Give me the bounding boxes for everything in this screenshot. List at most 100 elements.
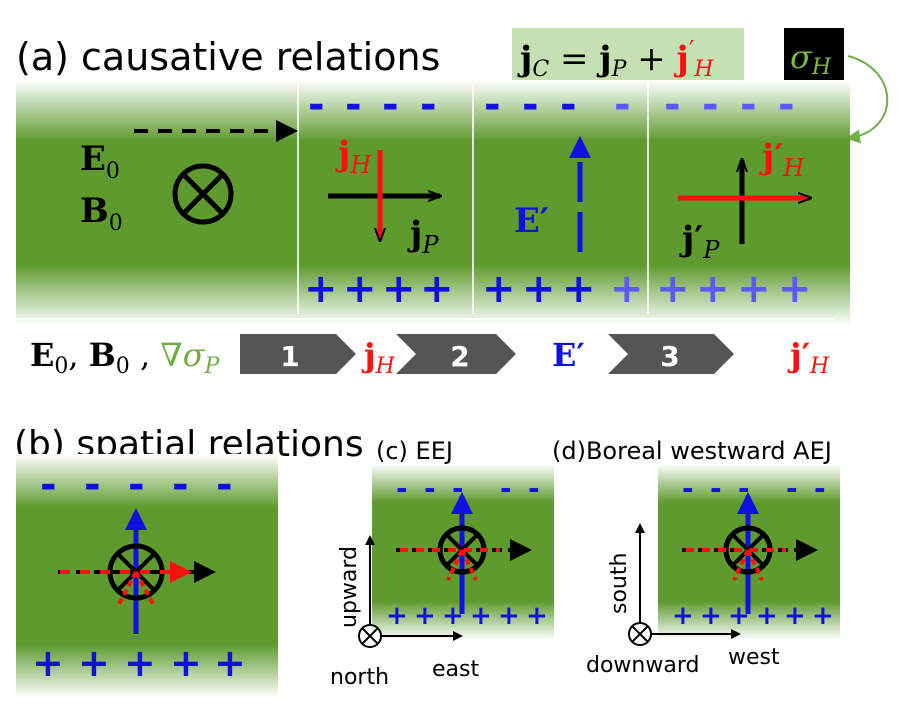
svg-text:-: - bbox=[382, 82, 399, 128]
label-jH: jH bbox=[335, 134, 372, 179]
svg-text:+: + bbox=[812, 601, 834, 631]
svg-text:+: + bbox=[784, 601, 806, 631]
svg-text:+: + bbox=[382, 266, 416, 312]
svg-text:-: - bbox=[424, 472, 436, 505]
svg-text:+: + bbox=[414, 601, 436, 631]
svg-text:+: + bbox=[562, 266, 596, 312]
svg-text:-: - bbox=[738, 472, 750, 505]
svg-text:+: + bbox=[522, 266, 556, 312]
label-jP: jP bbox=[407, 214, 439, 259]
chain-frame bbox=[16, 318, 834, 320]
svg-text:+: + bbox=[696, 266, 730, 312]
svg-text:-: - bbox=[128, 462, 145, 508]
label-Eprime: E′ bbox=[514, 201, 549, 241]
svg-text:-: - bbox=[452, 472, 464, 505]
axes-d bbox=[628, 523, 741, 646]
chain-result-3: j′H bbox=[787, 336, 830, 379]
charges-top-cell3: ---- bbox=[484, 82, 631, 128]
sigma-h-label: σH bbox=[790, 38, 832, 80]
charges-bottom-c: ++++++ bbox=[386, 601, 548, 631]
svg-text:+: + bbox=[672, 601, 694, 631]
equation-box bbox=[512, 28, 744, 82]
svg-text:-: - bbox=[614, 82, 631, 128]
charges-bottom-cell3: ++++ bbox=[482, 266, 644, 312]
into-page-symbol-B0 bbox=[172, 163, 234, 225]
charges-bottom-b: +++++ bbox=[32, 641, 246, 685]
svg-text:-: - bbox=[778, 82, 795, 128]
charges-top-cell4: ---- bbox=[664, 82, 795, 128]
equation-text: jC = jP + j′H bbox=[517, 36, 714, 82]
svg-text:1: 1 bbox=[280, 340, 299, 373]
svg-text:+: + bbox=[756, 601, 778, 631]
svg-text:+: + bbox=[78, 641, 110, 685]
svg-text:+: + bbox=[498, 601, 520, 631]
svg-text:+: + bbox=[124, 641, 156, 685]
chain-start: E0, B0 , ∇σP bbox=[30, 336, 220, 379]
svg-text:+: + bbox=[656, 266, 690, 312]
charges-top-d: ----- bbox=[682, 472, 826, 505]
axis-label-downward: downward bbox=[586, 653, 699, 678]
svg-text:-: - bbox=[216, 462, 233, 508]
charges-top-cell2: ---- bbox=[308, 82, 437, 128]
label-B0: B0 bbox=[80, 191, 123, 236]
label-jPp: j′P bbox=[679, 219, 720, 264]
chain-result-2: E′ bbox=[552, 336, 585, 374]
svg-text:-: - bbox=[172, 462, 189, 508]
svg-text:-: - bbox=[84, 462, 101, 508]
svg-text:+: + bbox=[32, 641, 64, 685]
axis-label-north: north bbox=[330, 665, 389, 690]
axis-label-upward: upward bbox=[337, 546, 362, 628]
svg-text:-: - bbox=[664, 82, 681, 128]
combined-vectors-c bbox=[396, 492, 532, 614]
svg-text:+: + bbox=[610, 266, 644, 312]
chain-step-3: 3 bbox=[608, 334, 734, 374]
svg-text:+: + bbox=[482, 266, 516, 312]
svg-text:-: - bbox=[522, 82, 539, 128]
svg-text:+: + bbox=[728, 601, 750, 631]
chain-step-2: 2 bbox=[396, 334, 516, 374]
axes-c bbox=[358, 535, 463, 648]
axis-label-west: west bbox=[728, 645, 780, 670]
charges-bottom-d: ++++++ bbox=[672, 601, 834, 631]
svg-text:-: - bbox=[560, 82, 577, 128]
svg-text:-: - bbox=[740, 82, 757, 128]
chain-result-1: jH bbox=[361, 336, 396, 379]
combined-vectors-b bbox=[58, 508, 216, 634]
axis-label-east: east bbox=[432, 657, 479, 682]
svg-text:+: + bbox=[526, 601, 548, 631]
svg-text:3: 3 bbox=[660, 340, 679, 373]
svg-text:-: - bbox=[814, 472, 826, 505]
charges-top-b: ----- bbox=[40, 462, 233, 508]
svg-text:-: - bbox=[308, 82, 325, 128]
svg-text:+: + bbox=[470, 601, 492, 631]
label-jHp: j′H bbox=[759, 137, 805, 182]
chain-step-1: 1 bbox=[240, 334, 356, 374]
svg-text:-: - bbox=[702, 82, 719, 128]
svg-text:+: + bbox=[778, 266, 812, 312]
charges-top-c: ----- bbox=[396, 472, 540, 505]
svg-text:-: - bbox=[528, 472, 540, 505]
svg-text:+: + bbox=[343, 266, 377, 312]
panel-a-band bbox=[16, 80, 850, 326]
svg-text:-: - bbox=[682, 472, 694, 505]
svg-text:+: + bbox=[737, 266, 771, 312]
svg-text:-: - bbox=[396, 472, 408, 505]
charges-bottom-cell4: ++++ bbox=[656, 266, 812, 312]
svg-text:+: + bbox=[170, 641, 202, 685]
svg-text:+: + bbox=[304, 266, 338, 312]
panel-d-title: (d)Boreal westward AEJ bbox=[552, 437, 832, 465]
svg-text:-: - bbox=[500, 472, 512, 505]
svg-text:-: - bbox=[710, 472, 722, 505]
svg-text:-: - bbox=[786, 472, 798, 505]
svg-text:-: - bbox=[40, 462, 57, 508]
combined-vectors-d bbox=[682, 492, 818, 614]
sigma-feedback-arrow bbox=[846, 55, 889, 144]
label-E0: E0 bbox=[80, 139, 120, 184]
panel-b-square bbox=[16, 454, 278, 698]
panel-c-title: (c) EEJ bbox=[376, 437, 453, 465]
axis-label-south: south bbox=[607, 553, 632, 614]
svg-text:+: + bbox=[442, 601, 464, 631]
svg-text:+: + bbox=[700, 601, 722, 631]
svg-text:-: - bbox=[484, 82, 501, 128]
